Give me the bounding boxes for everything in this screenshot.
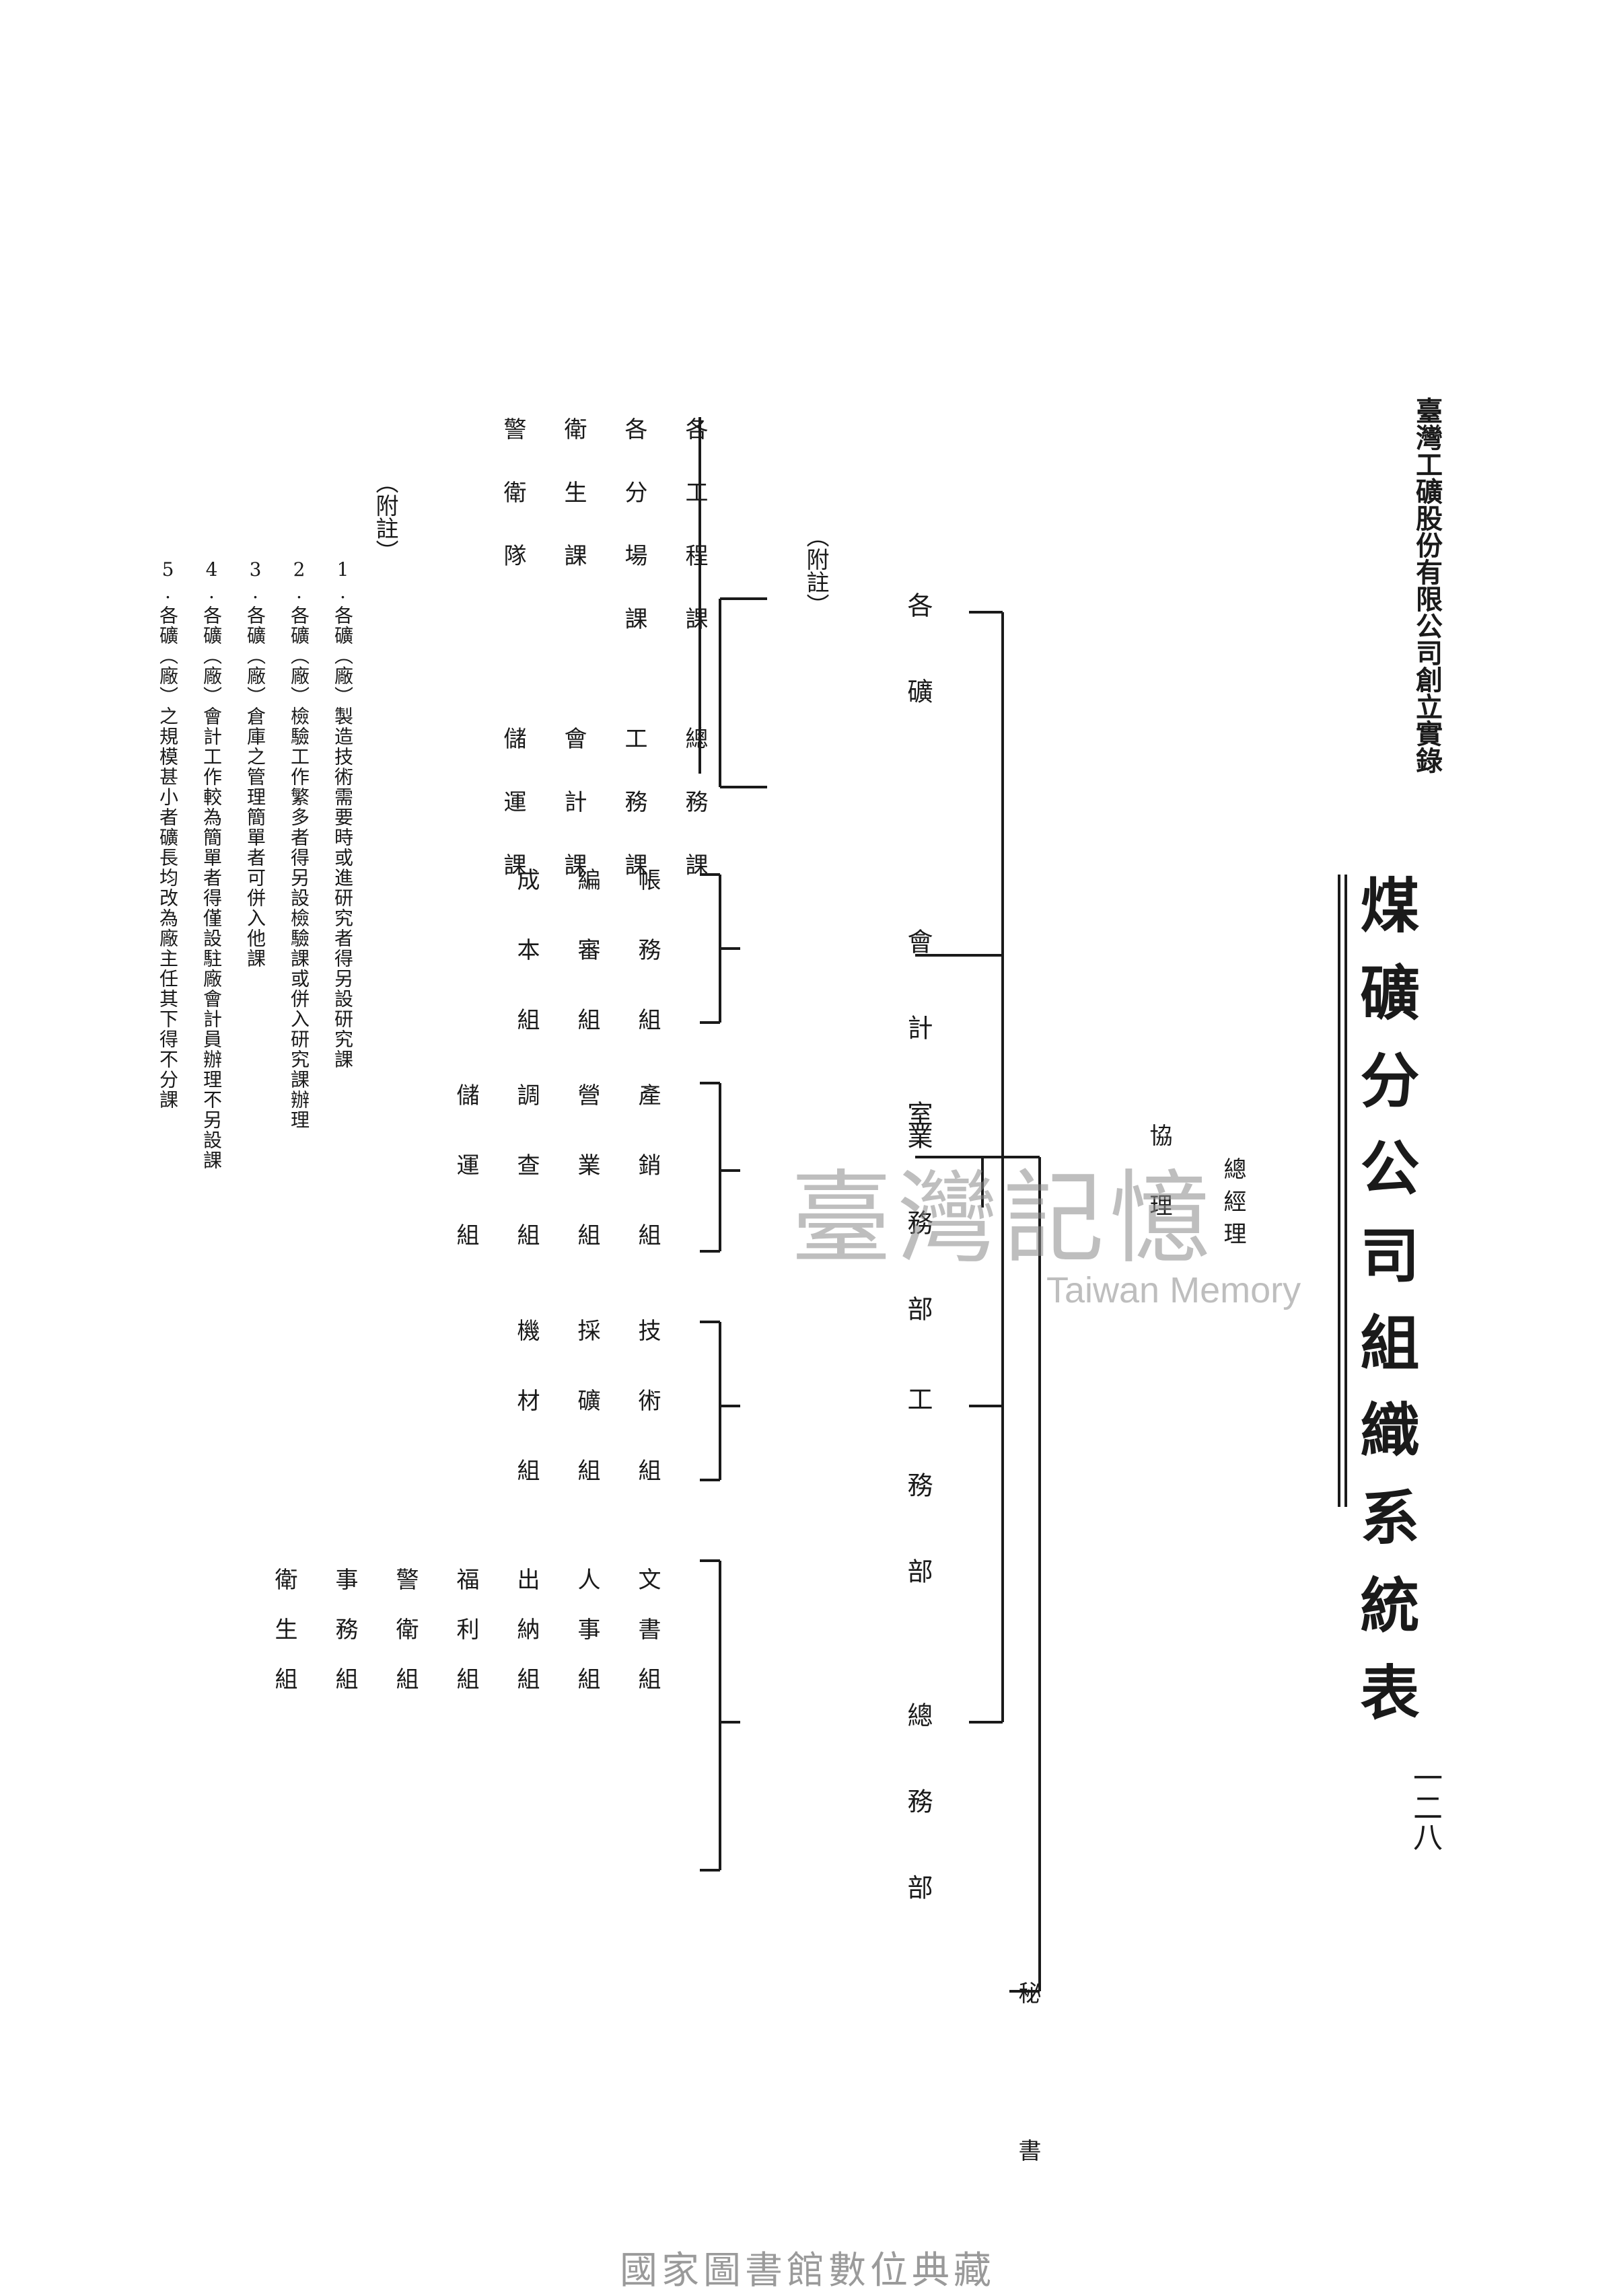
note-number-5: 5. (157, 558, 179, 603)
watermark-en: Taiwan Memory (1046, 1270, 1301, 1310)
mine-unit-8: 警衛隊 (499, 417, 526, 607)
note-text-2: 各礦（廠）檢驗工作繁多者得另設檢驗課或併入研究課辦理 (288, 605, 310, 1130)
engineering-group-1: 技術組 (634, 1319, 661, 1528)
notes-heading: （附註） (371, 471, 398, 562)
business-group-4: 儲運組 (452, 1083, 479, 1293)
accounting-group-1: 帳務組 (634, 868, 661, 1078)
division-general-affairs: 總務部 (903, 1702, 933, 1960)
deputy-manager: 協理 (1145, 1123, 1172, 1263)
general-group-3: 出納組 (513, 1567, 540, 1717)
mine-unit-3: 會計課 (560, 727, 587, 916)
mine-note-mark: （附註） (802, 525, 829, 616)
general-group-5: 警衛組 (392, 1567, 419, 1717)
mine-unit-1: 總務課 (681, 727, 708, 916)
business-group-2: 營業組 (573, 1083, 600, 1293)
book-title: 臺灣工礦股份有限公司創立實錄 (1411, 397, 1443, 774)
page-title: 煤礦分公司組織系統表 (1351, 875, 1421, 1749)
mine-label: 各礦 (903, 592, 933, 764)
note-number-1: 1. (332, 558, 354, 603)
note-text-3: 各礦（廠）倉庫之管理簡單者可併入他課 (244, 605, 266, 969)
division-engineering: 工務部 (903, 1386, 933, 1644)
engineering-group-3: 機材組 (513, 1319, 540, 1528)
note-number-4: 4. (201, 558, 223, 603)
page-number: 一二八 (1408, 1763, 1442, 1851)
mine-unit-6: 各分場課 (620, 417, 647, 670)
accounting-group-2: 編審組 (573, 868, 600, 1078)
footer-archive-label: 國家圖書館數位典藏 (620, 2249, 995, 2293)
note-text-5: 各礦（廠）之規模甚小者礦長均改為廠主任其下得不分課 (157, 605, 179, 1110)
note-text-4: 各礦（廠）會計工作較為簡單者得僅設駐廠會計員辦理不另設課 (201, 605, 223, 1171)
mine-unit-2: 工務課 (620, 727, 647, 916)
general-group-2: 人事組 (573, 1567, 600, 1717)
general-group-7: 衛生組 (271, 1567, 297, 1717)
note-number-3: 3. (244, 558, 266, 603)
general-group-1: 文書組 (634, 1567, 661, 1717)
division-accounting: 會計室 (903, 928, 933, 1187)
mine-unit-5: 各工程課 (681, 417, 708, 670)
general-manager: 總經理 (1219, 1157, 1246, 1254)
division-business: 業務部 (903, 1123, 933, 1382)
accounting-group-3: 成本組 (513, 868, 540, 1078)
watermark: 臺灣記憶 Taiwan Memory (791, 1137, 1316, 1312)
mine-unit-4: 儲運課 (499, 727, 526, 916)
general-group-4: 福利組 (452, 1567, 479, 1717)
watermark-cn: 臺灣記憶 (791, 1160, 1217, 1277)
business-group-3: 調查組 (513, 1083, 540, 1293)
note-number-2: 2. (288, 558, 310, 603)
mine-unit-7: 衛生課 (560, 417, 587, 607)
engineering-group-2: 採礦組 (573, 1319, 600, 1528)
note-text-1: 各礦（廠）製造技術需要時或進研究者得另設研究課 (332, 605, 354, 1070)
secretary: 秘書 (1014, 1981, 1041, 2296)
general-group-6: 事務組 (331, 1567, 358, 1717)
business-group-1: 產銷組 (634, 1083, 661, 1293)
